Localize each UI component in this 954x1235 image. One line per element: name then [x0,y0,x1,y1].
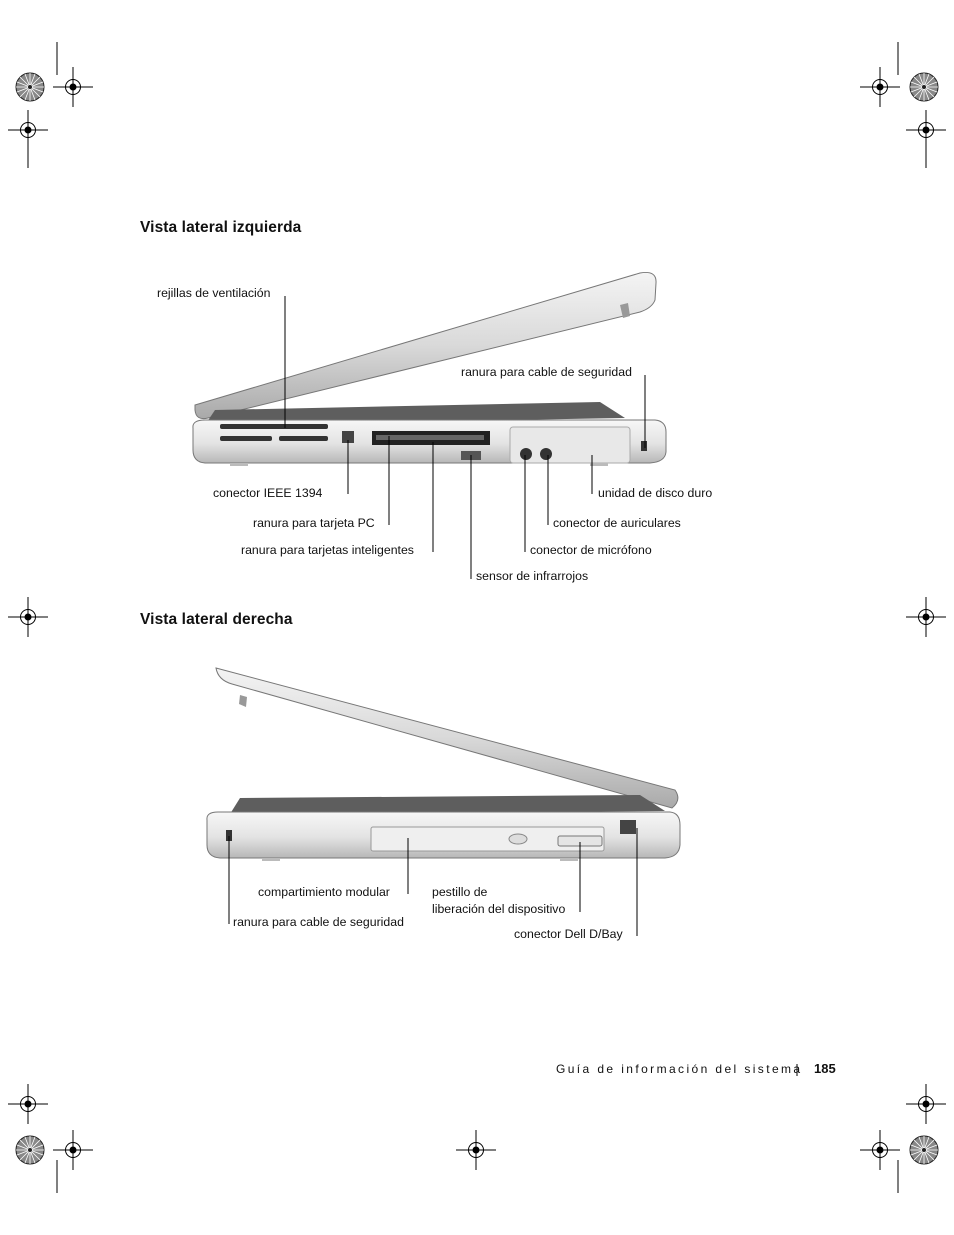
laptop-right-view-illustration [206,667,681,861]
label-security-slot-left: ranura para cable de seguridad [461,365,632,379]
label-modular-bay: compartimiento modular [258,885,390,899]
footer-guide-title: Guía de información del sistema [556,1062,803,1076]
label-infrared: sensor de infrarrojos [476,569,589,583]
label-pc-card: ranura para tarjeta PC [253,516,375,530]
label-release-latch-line2: liberación del dispositivo [432,902,566,916]
leader-lines-left [284,296,646,579]
leader-lines-right [228,828,638,936]
heading-left-view: Vista lateral izquierda [140,219,302,236]
heading-right-view: Vista lateral derecha [140,611,293,628]
label-ieee1394: conector IEEE 1394 [213,486,323,500]
laptop-left-view-illustration [192,272,667,466]
label-release-latch-line1: pestillo de [432,885,488,899]
label-microphone: conector de micrófono [530,543,652,557]
label-vents: rejillas de ventilación [157,286,271,300]
page-number: 185 [814,1061,836,1076]
label-security-slot-right: ranura para cable de seguridad [233,915,404,929]
label-dbay-connector: conector Dell D/Bay [514,927,623,941]
label-headphone: conector de auriculares [553,516,681,530]
label-smart-card: ranura para tarjetas inteligentes [241,543,414,557]
label-hard-drive: unidad de disco duro [598,486,713,500]
